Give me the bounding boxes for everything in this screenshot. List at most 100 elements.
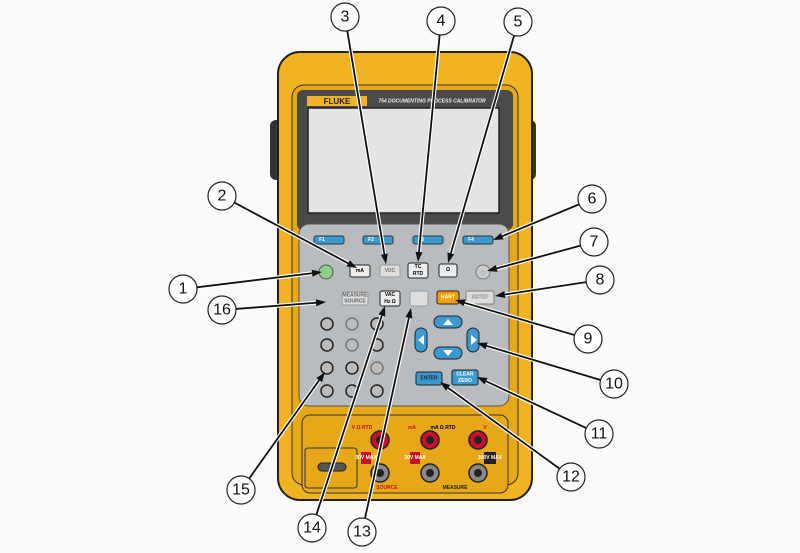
callout-number: 8	[596, 272, 605, 289]
callout-arrowhead	[311, 269, 322, 277]
measure-label: MEASURE	[342, 293, 368, 299]
callout-line	[248, 379, 320, 480]
vac-hz-key[interactable]	[379, 290, 401, 307]
ohm-label: Ω	[446, 267, 450, 273]
key-5[interactable]	[345, 338, 359, 352]
key-decimal[interactable]	[370, 384, 384, 398]
max-badge-3	[484, 452, 496, 464]
callout-line	[418, 34, 441, 253]
callout-number: 6	[588, 191, 597, 208]
callout-line	[504, 281, 587, 296]
callout-circle	[330, 2, 360, 32]
callout-number: 15	[232, 482, 250, 499]
clear-label: CLEAR	[456, 372, 474, 378]
right-arrow-icon	[471, 335, 477, 345]
callout-arrowhead	[447, 252, 455, 263]
arrow-keys	[414, 315, 480, 360]
key-4[interactable]	[320, 338, 334, 352]
callout-arrowhead	[495, 291, 506, 298]
callout-number: 2	[218, 188, 227, 205]
left-arrow-icon	[418, 335, 424, 345]
callout-arrowhead	[477, 377, 488, 385]
callout-arrowhead	[405, 308, 413, 319]
callout-number: 12	[562, 469, 580, 486]
source-label: SOURCE	[344, 299, 366, 305]
f2-key[interactable]	[362, 235, 394, 245]
callout-number: 10	[605, 376, 623, 393]
vdc-label: VDC	[385, 268, 396, 274]
callout-line	[233, 201, 349, 265]
source-section-label: SOURCE	[376, 485, 398, 491]
key-3[interactable]	[370, 361, 384, 375]
numeric-keypad	[320, 317, 384, 398]
callout-circle	[297, 513, 327, 543]
hart-label: HART	[441, 295, 455, 301]
tc-label: TC	[415, 264, 422, 270]
key-7[interactable]	[320, 317, 334, 331]
callout-arrowhead	[378, 306, 386, 317]
callout-circle	[207, 181, 237, 211]
backlight-icon: ☼	[479, 267, 487, 277]
ma-label: mA	[356, 268, 364, 274]
callout-line	[449, 35, 515, 254]
callout-arrowhead	[346, 260, 357, 268]
ma-key[interactable]	[349, 264, 371, 278]
callout-arrowhead	[380, 253, 388, 264]
callout-circle	[503, 7, 533, 37]
callout-circle	[207, 295, 237, 325]
callout-circle	[599, 369, 629, 399]
zero-label: ZERO	[458, 378, 472, 384]
max-label-3: 300V MAX	[478, 455, 503, 461]
key-minus[interactable]	[320, 384, 334, 398]
callout-line	[346, 30, 386, 255]
callout-number: 1	[179, 281, 188, 298]
key-8[interactable]	[345, 317, 359, 331]
hz-label: Hz Ω	[384, 299, 396, 305]
measure-source-key[interactable]	[341, 291, 369, 306]
callout-arrowhead	[477, 342, 488, 350]
callout-line	[485, 380, 587, 429]
jack-hole	[426, 436, 434, 444]
callout-number: 13	[353, 524, 371, 541]
jack-v-label: V	[483, 425, 487, 431]
callout-line	[447, 387, 561, 470]
callout-arrowhead	[493, 232, 504, 240]
jack-hole	[474, 436, 482, 444]
vdc-key[interactable]	[379, 264, 401, 278]
key-1[interactable]	[320, 361, 334, 375]
setup-key[interactable]	[465, 290, 495, 305]
hart-key[interactable]	[436, 290, 460, 305]
callout-arrowhead	[455, 299, 466, 307]
callout-arrowhead	[316, 372, 325, 383]
callout-circle	[573, 324, 603, 354]
ohm-key[interactable]	[438, 263, 458, 278]
callout-line	[315, 315, 383, 515]
callout-circle	[584, 419, 614, 449]
callout-line	[501, 203, 580, 238]
callout-number: 11	[591, 426, 608, 443]
callout-line	[364, 317, 410, 519]
f4-label: F4	[468, 237, 474, 243]
f1-key[interactable]	[313, 235, 345, 245]
tc-rtd-key[interactable]	[407, 262, 429, 279]
callout-number: 16	[213, 302, 231, 319]
jack-vohm-label: V Ω RTD	[352, 425, 373, 431]
jack-maohm-label: mA Ω RTD	[431, 425, 456, 431]
callout-arrowhead	[415, 251, 423, 262]
enter-key[interactable]	[415, 371, 443, 386]
key-2[interactable]	[345, 361, 359, 375]
callout-circle	[426, 6, 456, 36]
callout-circle	[347, 517, 377, 547]
backlight-button[interactable]	[475, 264, 491, 280]
callout-circle	[226, 475, 256, 505]
callout-number: 14	[303, 520, 321, 537]
max-label-2: 30V MAX	[404, 455, 426, 461]
pressure-key[interactable]	[409, 290, 429, 307]
callout-number: 3	[341, 9, 350, 26]
callout-circle	[579, 227, 609, 257]
callout-circle	[577, 184, 607, 214]
callout-arrowhead	[315, 299, 326, 307]
